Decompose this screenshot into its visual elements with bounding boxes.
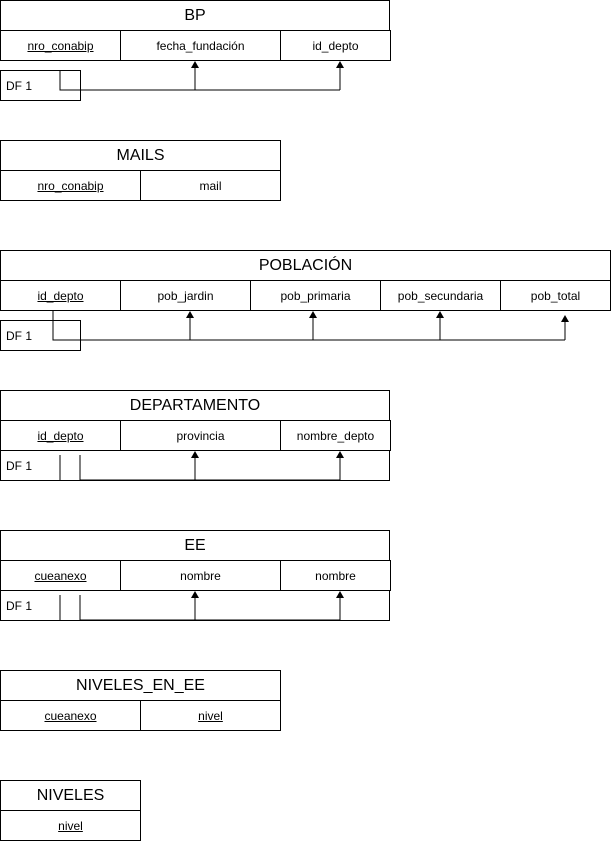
df-label: DF 1 <box>0 320 81 351</box>
arrowhead-icon <box>336 61 344 68</box>
table-columns: cueanexo nivel <box>0 700 281 731</box>
df-arrows-bp <box>59 62 341 91</box>
column-id-depto: id_depto <box>0 280 121 311</box>
table-title: MAILS <box>0 140 281 171</box>
table-columns: id_depto pob_jardin pob_primaria pob_sec… <box>0 280 611 311</box>
arrowhead-icon <box>186 311 194 318</box>
table-title: POBLACIÓN <box>0 250 611 281</box>
table-columns: id_depto provincia nombre_depto <box>0 420 391 451</box>
column-pob-secundaria: pob_secundaria <box>380 280 501 311</box>
arrowhead-icon <box>436 311 444 318</box>
column-fecha-fundacion: fecha_fundación <box>120 30 281 61</box>
column-nivel: nivel <box>140 700 281 731</box>
column-provincia: provincia <box>120 420 281 451</box>
column-nro-conabip: nro_conabip <box>0 30 121 61</box>
column-cueanexo: cueanexo <box>0 560 121 591</box>
column-mail: mail <box>140 170 281 201</box>
table-columns: nro_conabip mail <box>0 170 281 201</box>
column-id-depto: id_depto <box>0 420 121 451</box>
df-label: DF 1 <box>0 590 390 621</box>
table-title: BP <box>0 0 390 31</box>
df-label: DF 1 <box>0 70 81 101</box>
column-nombre: nombre <box>120 560 281 591</box>
table-title: DEPARTAMENTO <box>0 390 390 421</box>
column-nivel: nivel <box>0 810 141 841</box>
table-columns: nivel <box>0 810 141 841</box>
column-id-depto: id_depto <box>280 30 391 61</box>
table-title: NIVELES <box>0 780 141 811</box>
column-pob-primaria: pob_primaria <box>250 280 381 311</box>
df-arrows-poblacion <box>52 310 566 341</box>
column-pob-jardin: pob_jardin <box>120 280 251 311</box>
column-nro-conabip: nro_conabip <box>0 170 141 201</box>
arrowhead-icon <box>561 315 569 322</box>
column-nombre-depto: nombre_depto <box>280 420 391 451</box>
table-columns: nro_conabip fecha_fundación id_depto <box>0 30 391 61</box>
arrowhead-icon <box>191 61 199 68</box>
column-pob-total: pob_total <box>500 280 611 311</box>
column-cueanexo: cueanexo <box>0 700 141 731</box>
table-columns: cueanexo nombre nombre <box>0 560 391 591</box>
table-title: EE <box>0 530 390 561</box>
df-label: DF 1 <box>0 450 390 481</box>
arrowhead-icon <box>309 311 317 318</box>
column-nombre-2: nombre <box>280 560 391 591</box>
table-title: NIVELES_EN_EE <box>0 670 281 701</box>
